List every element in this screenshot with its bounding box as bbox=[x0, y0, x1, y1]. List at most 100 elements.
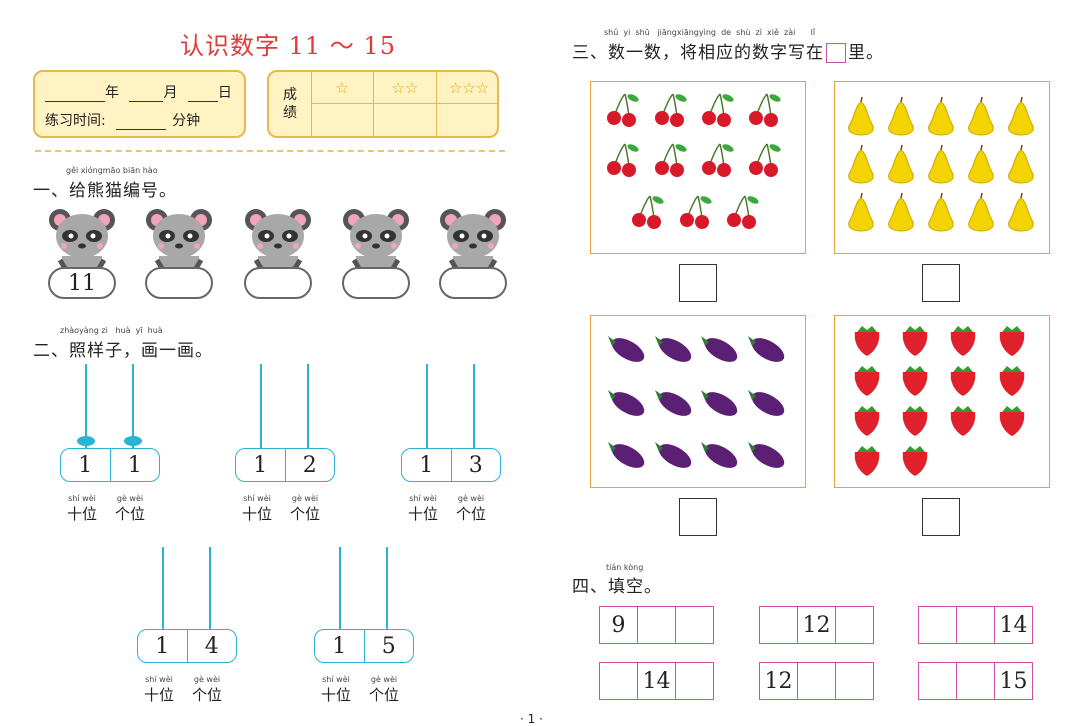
eggplant-icon bbox=[701, 336, 738, 362]
sequence-cell[interactable] bbox=[637, 607, 675, 643]
sequence-cell[interactable] bbox=[675, 663, 713, 699]
ones-digit: 3 bbox=[450, 449, 501, 481]
sequence-cell: 9 bbox=[611, 612, 626, 638]
score-label-bottom: 绩 bbox=[283, 105, 297, 121]
cherry-icon bbox=[655, 93, 687, 127]
abacus-rod bbox=[132, 364, 134, 448]
month-blank[interactable] bbox=[129, 101, 164, 102]
panda-number[interactable] bbox=[340, 268, 412, 298]
eggplant-icon bbox=[655, 390, 692, 416]
time-line: 练习时间: 分钟 bbox=[45, 110, 200, 130]
sequence-cell[interactable] bbox=[919, 663, 956, 699]
practice-time-label: 练习时间: bbox=[45, 113, 106, 129]
abacus-rod bbox=[209, 547, 211, 629]
pear-icon bbox=[888, 192, 914, 232]
sequence-cell[interactable] bbox=[600, 663, 637, 699]
pear-icon bbox=[928, 96, 954, 136]
sequence-cell[interactable] bbox=[835, 607, 873, 643]
number-sequence-row: 9 bbox=[599, 606, 714, 644]
number-sequence-row: 14 bbox=[918, 606, 1033, 644]
abacus-rod bbox=[307, 364, 309, 448]
pear-icon bbox=[928, 144, 954, 184]
number-sequence-row: 12 bbox=[759, 662, 874, 700]
tens-text: 十位 bbox=[143, 686, 174, 704]
cherry-icon bbox=[607, 143, 639, 177]
star-3-icon: ☆☆☆ bbox=[437, 72, 497, 104]
sequence-cell[interactable] bbox=[919, 607, 956, 643]
tens-pinyin: shí wèi bbox=[409, 494, 437, 503]
sequence-cell[interactable] bbox=[797, 663, 835, 699]
section3-pinyin: shǔ yi shǔ jiāngxiāngyìng de shù zì xiě … bbox=[604, 28, 816, 37]
eggplant-answer-box[interactable] bbox=[679, 498, 717, 536]
panda-number[interactable] bbox=[242, 268, 314, 298]
abacus-bead-icon bbox=[77, 436, 95, 446]
tens-text: 十位 bbox=[241, 505, 272, 523]
tens-digit: 1 bbox=[155, 633, 170, 659]
abacus-rod bbox=[339, 547, 341, 629]
ones-text: 个位 bbox=[368, 686, 399, 704]
strawberry-icon bbox=[999, 366, 1025, 396]
strawberry-icon bbox=[999, 406, 1025, 436]
score-cell-1[interactable] bbox=[311, 104, 374, 136]
tens-text: 十位 bbox=[407, 505, 438, 523]
pear-icon bbox=[1008, 96, 1034, 136]
section4-title: 四、填空。 bbox=[572, 577, 662, 597]
panda-number[interactable] bbox=[143, 268, 215, 298]
strawberry-icon bbox=[950, 406, 976, 436]
tens-pinyin: shí wèi bbox=[243, 494, 271, 503]
strawberry-answer-box[interactable] bbox=[922, 498, 960, 536]
score-cell-2[interactable] bbox=[374, 104, 437, 136]
pear-icon bbox=[1008, 192, 1034, 232]
cherry-icon bbox=[655, 143, 687, 177]
score-cell-3[interactable] bbox=[437, 104, 497, 136]
eggplant-panel bbox=[590, 315, 806, 488]
panda-number: 11 bbox=[68, 270, 96, 296]
minutes-blank[interactable] bbox=[116, 129, 167, 130]
abacus-rod bbox=[473, 364, 475, 448]
strawberry-icon bbox=[854, 446, 880, 476]
pear-icon bbox=[848, 96, 874, 136]
day-blank[interactable] bbox=[187, 101, 218, 102]
section1-pinyin: gěi xióngmāo biān hào bbox=[66, 166, 158, 175]
ones-digit: 5 bbox=[363, 630, 414, 662]
tens-digit: 1 bbox=[419, 452, 434, 478]
ones-pinyin: gè wèi bbox=[457, 494, 485, 503]
sequence-cell[interactable] bbox=[835, 663, 873, 699]
abacus-rod bbox=[85, 364, 87, 448]
strawberry-icon bbox=[902, 406, 928, 436]
strawberry-icon bbox=[854, 406, 880, 436]
year-blank[interactable] bbox=[45, 101, 105, 102]
pear-icon bbox=[968, 96, 994, 136]
sequence-cell[interactable] bbox=[675, 607, 713, 643]
pear-answer-box[interactable] bbox=[922, 264, 960, 302]
year-label: 年 bbox=[105, 85, 119, 101]
strawberry-icon bbox=[854, 326, 880, 356]
strawberry-icon bbox=[999, 326, 1025, 356]
sequence-cell[interactable] bbox=[956, 663, 994, 699]
cherry-answer-box[interactable] bbox=[679, 264, 717, 302]
tens-text: 十位 bbox=[320, 686, 351, 704]
abacus-rod bbox=[426, 364, 428, 448]
cherry-panel bbox=[590, 81, 806, 254]
pear-icon bbox=[1008, 144, 1034, 184]
score-label: 成 绩 bbox=[269, 72, 312, 136]
sequence-cell[interactable] bbox=[760, 607, 797, 643]
sequence-cell[interactable] bbox=[956, 607, 994, 643]
minutes-label: 分钟 bbox=[172, 113, 201, 129]
ones-digit: 2 bbox=[284, 449, 335, 481]
cherry-icon bbox=[680, 195, 712, 229]
month-label: 月 bbox=[163, 85, 178, 101]
sequence-cell: 12 bbox=[797, 607, 835, 643]
cherry-icon bbox=[727, 195, 759, 229]
panda-number[interactable] bbox=[437, 268, 509, 298]
tens-digit: 1 bbox=[332, 633, 347, 659]
